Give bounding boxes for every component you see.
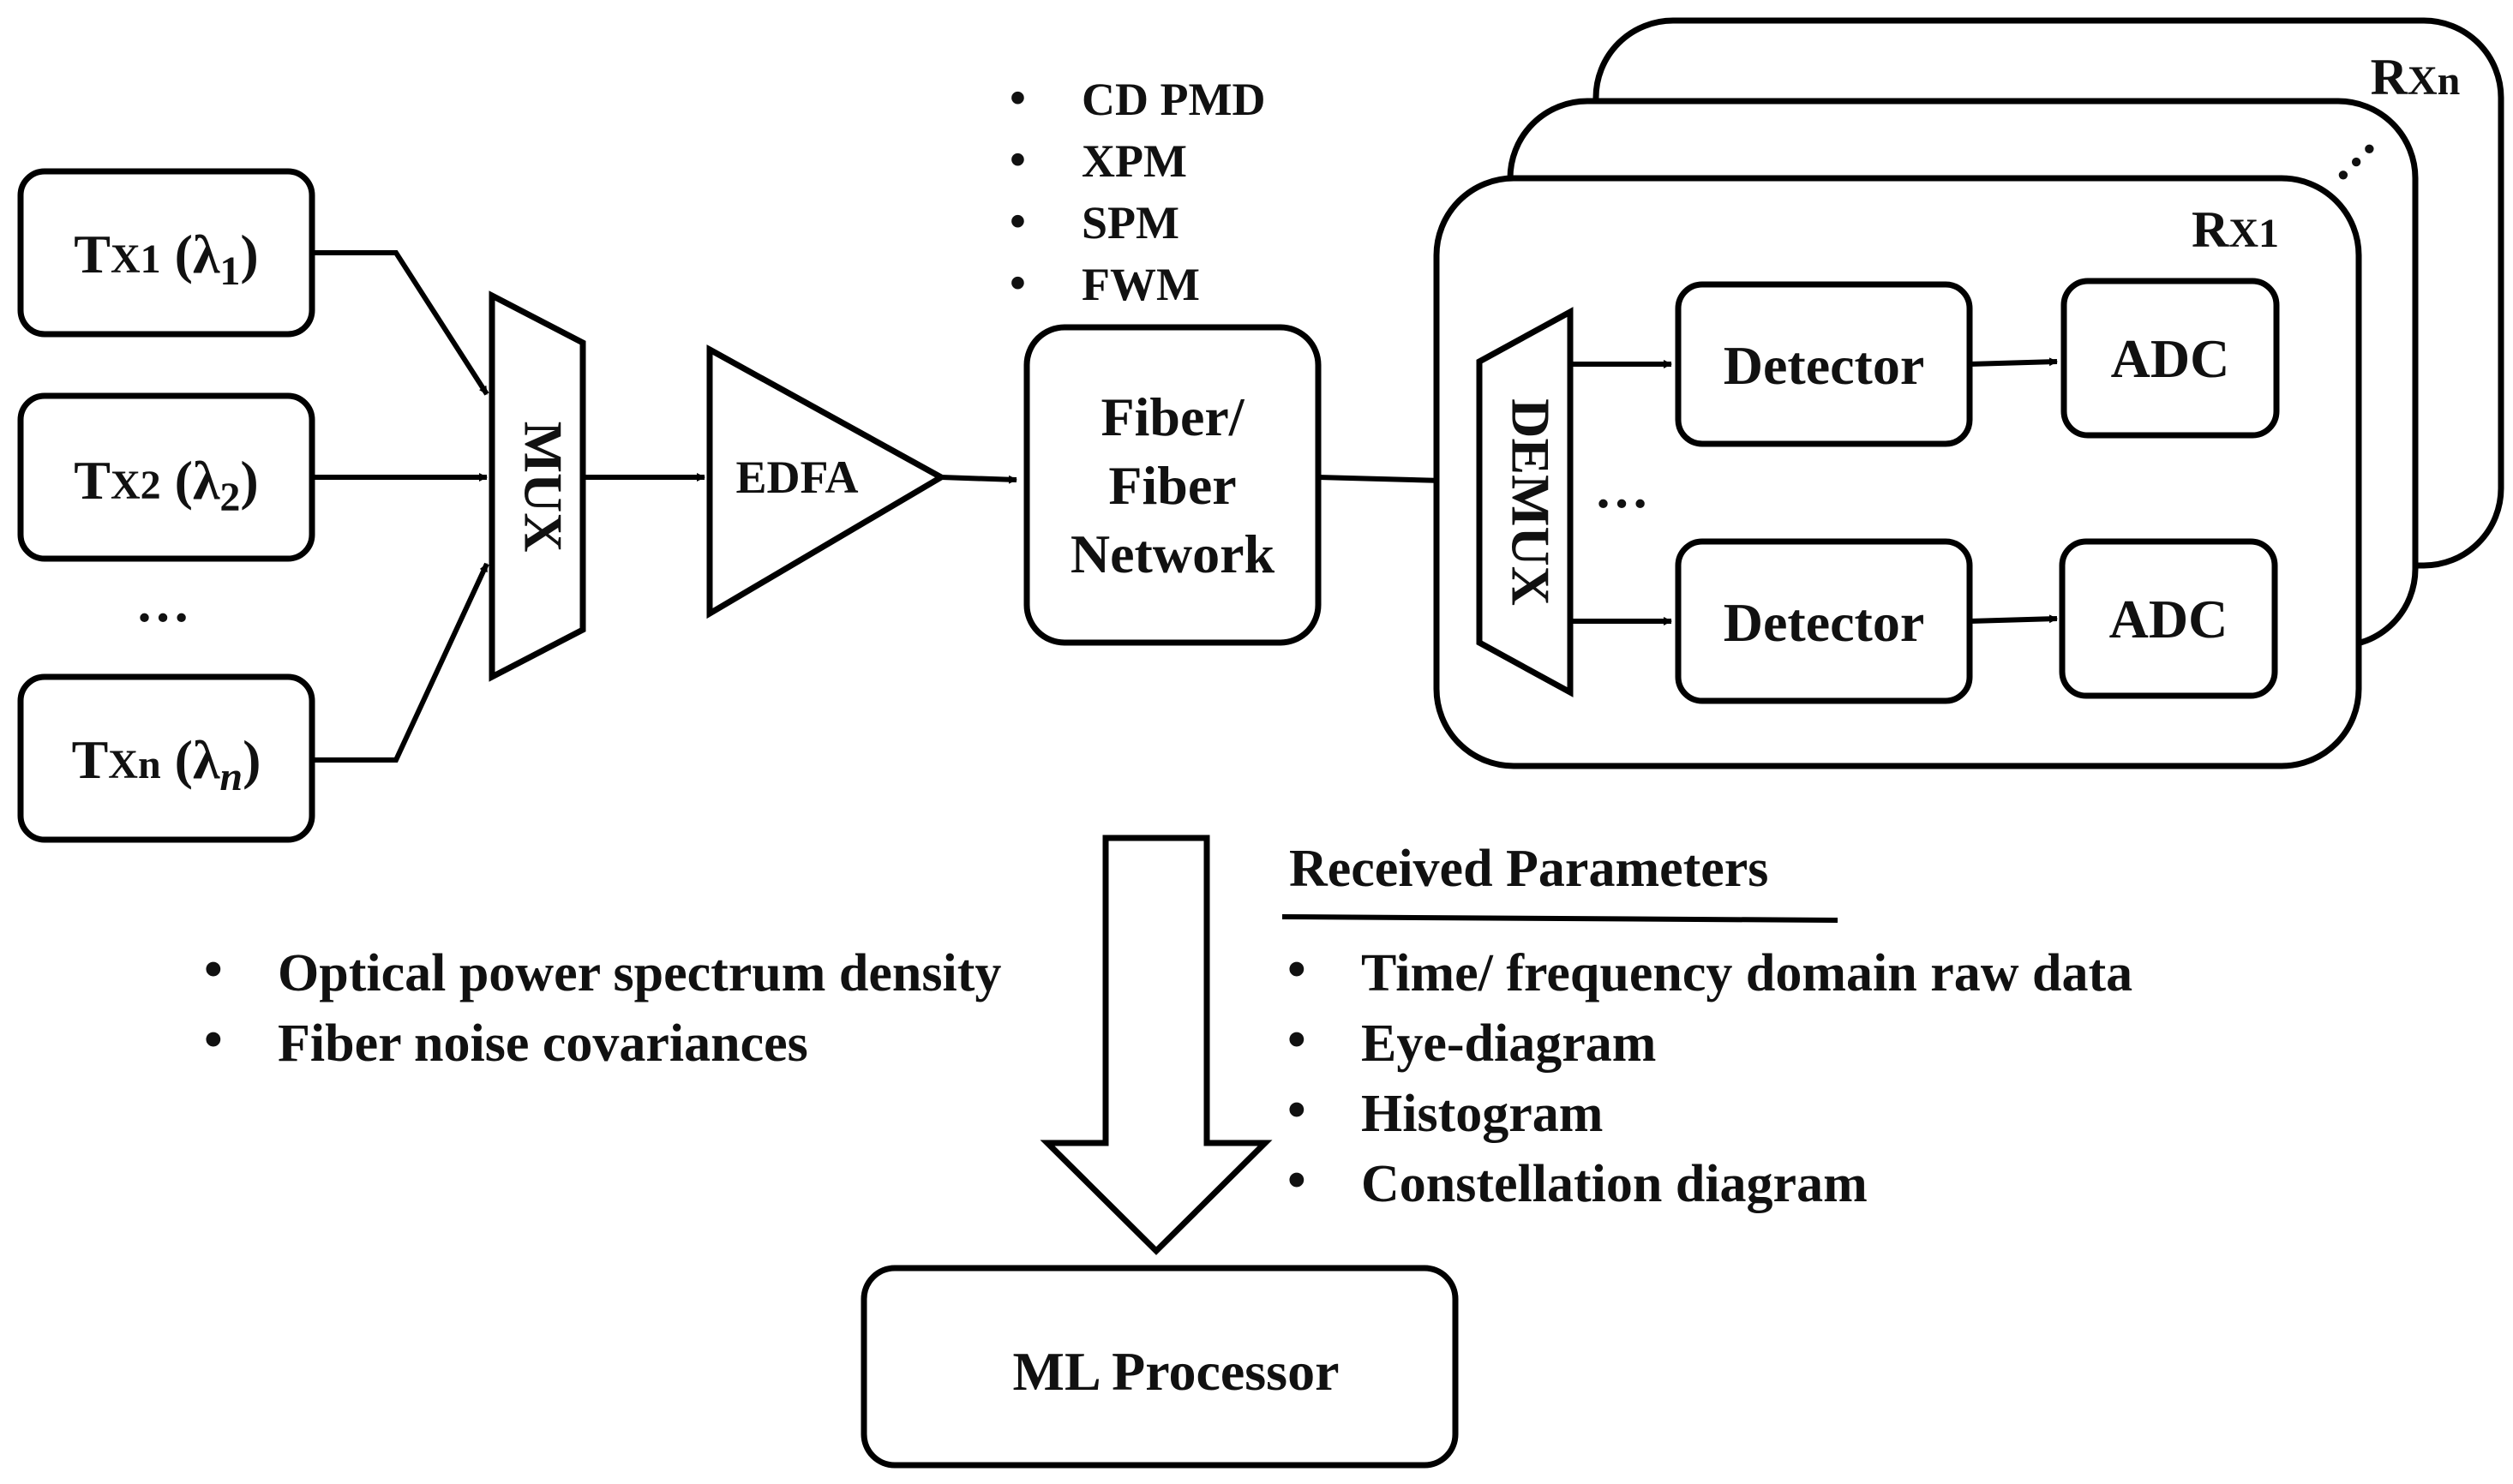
received-param-raw-data: Time/ frequency domain raw data bbox=[1361, 944, 2132, 1002]
arrow-detector-to-adc-1 bbox=[1969, 357, 2058, 367]
received-bullet: • bbox=[1287, 1152, 1306, 1210]
ml-processor-label: ML Processor bbox=[1013, 1341, 1340, 1402]
demux-label: DEMUX bbox=[1500, 398, 1561, 606]
tx-ellipsis: … bbox=[135, 572, 190, 633]
edfa-amplifier bbox=[706, 344, 948, 619]
impairment-xpm: XPM bbox=[1082, 135, 1187, 187]
arrow-detector-to-adc-2 bbox=[1969, 614, 2058, 624]
received-bullet: • bbox=[1287, 1081, 1306, 1140]
fiber-line-2: Fiber bbox=[1108, 455, 1236, 516]
received-title-underline bbox=[1281, 914, 1838, 923]
left-param-bullet: • bbox=[204, 1011, 223, 1069]
impairment-spm: SPM bbox=[1082, 197, 1179, 248]
received-parameters-title: Received Parameters bbox=[1289, 840, 1768, 898]
transmitter-txn: TXn (λn) bbox=[17, 673, 315, 843]
down-arrow-to-ml-processor bbox=[1040, 835, 1273, 1255]
mux-label: MUX bbox=[513, 422, 573, 553]
tx2-label: TX2 (λ2) bbox=[74, 450, 258, 520]
edfa-label: EDFA bbox=[736, 452, 859, 503]
received-param-eye-diagram: Eye-diagram bbox=[1361, 1014, 1656, 1073]
transmitter-tx2: TX2 (λ2) bbox=[17, 392, 315, 562]
impairment-cd-pmd: CD PMD bbox=[1082, 74, 1265, 125]
demux-block bbox=[1476, 307, 1574, 697]
branch-ellipsis: … bbox=[1594, 458, 1649, 519]
tx1-label: TX1 (λ1) bbox=[74, 224, 258, 294]
left-param-psd: Optical power spectrum density bbox=[278, 944, 1001, 1002]
fiber-network-box bbox=[1023, 324, 1322, 646]
arrow-txn-to-mux bbox=[312, 562, 489, 763]
received-param-constellation: Constellation diagram bbox=[1361, 1155, 1868, 1213]
arrow-tx1-to-mux bbox=[312, 250, 489, 396]
fiber-line-3: Network bbox=[1071, 524, 1275, 584]
impairment-bullet: • bbox=[1010, 72, 1026, 123]
rx1-label: RX1 bbox=[2192, 201, 2279, 258]
received-param-histogram: Histogram bbox=[1361, 1085, 1603, 1143]
received-parameter-list: Received Parameters • Time/ frequency do… bbox=[1281, 840, 2132, 1213]
detector-label-1: Detector bbox=[1724, 335, 1924, 396]
mux-block bbox=[489, 290, 586, 682]
txn-label: TXn (λn) bbox=[72, 729, 261, 799]
adc-box-2 bbox=[2059, 538, 2278, 699]
left-parameter-list: • Optical power spectrum density • Fiber… bbox=[204, 941, 1001, 1073]
adc-label-2: ADC bbox=[2109, 589, 2228, 649]
ml-processor-box bbox=[861, 1265, 1459, 1469]
detector-label-2: Detector bbox=[1724, 592, 1924, 653]
rxn-label: RXn bbox=[2371, 49, 2461, 105]
received-bullet: • bbox=[1287, 941, 1306, 999]
arrow-edfa-to-fiber bbox=[940, 475, 1017, 484]
received-bullet: • bbox=[1287, 1011, 1306, 1069]
fiber-line-1: Fiber/ bbox=[1101, 386, 1245, 447]
impairment-bullet: • bbox=[1010, 257, 1026, 308]
adc-box-1 bbox=[2060, 278, 2280, 439]
adc-label-1: ADC bbox=[2111, 328, 2230, 389]
left-param-noise: Fiber noise covariances bbox=[278, 1014, 808, 1073]
impairment-fwm: FWM bbox=[1082, 259, 1200, 310]
impairment-bullet: • bbox=[1010, 195, 1026, 247]
left-param-bullet: • bbox=[204, 941, 223, 999]
impairment-bullet: • bbox=[1010, 134, 1026, 185]
impairment-list: • CD PMD • XPM • SPM • FWM bbox=[1010, 72, 1265, 310]
transmitter-tx1: TX1 (λ1) bbox=[17, 168, 315, 338]
